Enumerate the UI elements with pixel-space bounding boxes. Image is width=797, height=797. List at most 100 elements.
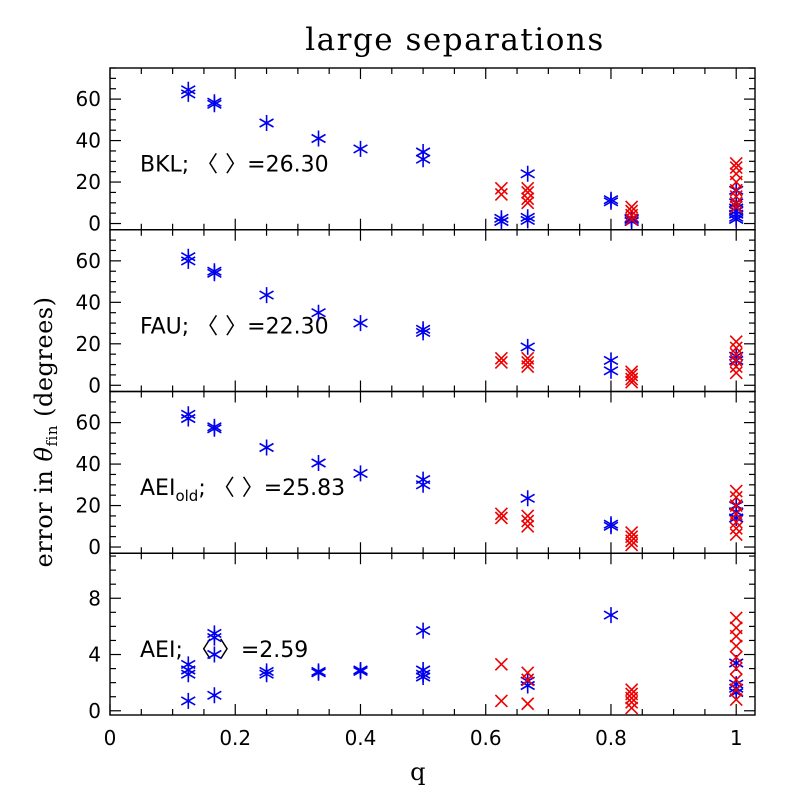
- x-axis-label: q: [410, 758, 426, 786]
- series-cross: [494, 335, 743, 389]
- data-point-cross: [729, 156, 743, 170]
- data-point-asterisk: [520, 165, 536, 182]
- data-point-cross: [521, 196, 535, 210]
- series-cross: [494, 484, 743, 552]
- data-point-asterisk: [259, 663, 274, 680]
- data-point-asterisk: [311, 130, 326, 147]
- data-point-cross: [625, 365, 639, 379]
- chart-title: large separations: [305, 22, 605, 58]
- data-point-asterisk: [520, 490, 536, 507]
- data-point-cross: [729, 662, 743, 676]
- data-point-cross: [521, 514, 535, 528]
- data-point-cross: [729, 360, 743, 374]
- data-point-cross: [494, 511, 508, 525]
- data-point-cross: [494, 355, 508, 370]
- data-point-cross: [494, 181, 508, 195]
- data-point-cross: [494, 657, 508, 671]
- data-point-cross: [729, 190, 743, 204]
- y-tick-label: 0: [88, 535, 101, 559]
- data-point-cross: [729, 353, 743, 367]
- series-cross: [494, 156, 743, 226]
- panel-label: BKL; 〈 〉=26.30: [140, 153, 329, 178]
- data-point-cross: [494, 187, 508, 202]
- data-point-asterisk: [207, 646, 222, 663]
- data-point-cross: [521, 351, 535, 365]
- data-point-asterisk: [259, 115, 274, 131]
- y-axis-label: error in θfin (degrees): [30, 297, 61, 568]
- panel-frame: [109, 67, 756, 231]
- panel-frame: [109, 390, 756, 554]
- data-point-cross: [625, 525, 639, 540]
- data-point-asterisk: [353, 315, 368, 332]
- data-point-cross: [625, 204, 639, 218]
- svg-text:error in θfin (degrees): error in θfin (degrees): [30, 297, 61, 568]
- data-point-cross: [521, 519, 535, 533]
- data-point-cross: [729, 196, 743, 210]
- data-point-asterisk: [207, 625, 222, 642]
- data-point-cross: [729, 639, 743, 653]
- y-tick-label: 20: [76, 332, 101, 356]
- data-point-asterisk: [494, 210, 509, 227]
- data-point-cross: [729, 347, 743, 361]
- y-axis-label-suffix: (degrees): [30, 297, 58, 425]
- data-point-asterisk: [415, 622, 431, 639]
- data-point-asterisk: [311, 663, 326, 680]
- data-point-asterisk: [180, 248, 196, 265]
- y-tick-label: 20: [76, 494, 101, 518]
- data-point-cross: [729, 528, 743, 542]
- data-point-asterisk: [311, 455, 326, 471]
- y-tick-label: 0: [88, 212, 101, 236]
- data-point-cross: [494, 694, 508, 708]
- y-tick-label: 40: [76, 452, 101, 476]
- y-tick-label: 20: [76, 170, 101, 194]
- data-point-asterisk: [207, 418, 222, 435]
- panel-label-main: FAU; 〈 〉=22.30: [140, 314, 329, 339]
- y-tick-label: 60: [76, 411, 101, 435]
- data-point-asterisk: [415, 662, 431, 678]
- y-tick-label: 0: [88, 373, 101, 397]
- y-axis-label-prefix: error in: [30, 461, 58, 567]
- data-point-asterisk: [207, 687, 222, 704]
- data-point-cross: [494, 507, 508, 521]
- data-point-cross: [729, 160, 743, 175]
- data-point-cross: [625, 200, 639, 214]
- data-point-cross: [521, 185, 535, 199]
- data-point-cross: [729, 335, 743, 349]
- data-point-asterisk: [603, 516, 619, 533]
- data-point-cross: [729, 611, 743, 625]
- data-point-asterisk: [180, 406, 196, 423]
- y-tick-label: 60: [76, 249, 101, 273]
- y-tick-label: 40: [76, 129, 101, 153]
- x-tick-label: 0.6: [470, 726, 502, 750]
- panel-frame: [109, 552, 756, 716]
- data-point-asterisk: [353, 662, 368, 678]
- panel-frame: [109, 229, 756, 393]
- data-point-asterisk: [180, 81, 196, 98]
- data-point-cross: [729, 621, 743, 635]
- data-point-cross: [625, 368, 639, 382]
- panel-label-rest: ; 〈 〉=25.83: [198, 476, 345, 501]
- data-point-cross: [729, 200, 743, 214]
- y-axis-label-symbol: θ: [30, 446, 58, 461]
- data-point-asterisk: [415, 321, 431, 338]
- panel-label-sub: old: [175, 487, 198, 505]
- panel-label-main: BKL; 〈 〉=26.30: [140, 153, 329, 178]
- data-point-cross: [729, 521, 743, 535]
- data-point-cross: [729, 490, 743, 504]
- data-point-cross: [729, 683, 743, 697]
- data-point-cross: [521, 509, 535, 523]
- data-point-asterisk: [353, 140, 368, 157]
- data-point-asterisk: [311, 304, 326, 321]
- data-point-cross: [625, 687, 639, 701]
- data-point-cross: [625, 683, 639, 697]
- data-point-asterisk: [180, 656, 196, 673]
- data-point-cross: [521, 666, 535, 680]
- series-cross: [494, 611, 743, 715]
- data-point-asterisk: [207, 94, 222, 111]
- data-point-cross: [729, 692, 743, 707]
